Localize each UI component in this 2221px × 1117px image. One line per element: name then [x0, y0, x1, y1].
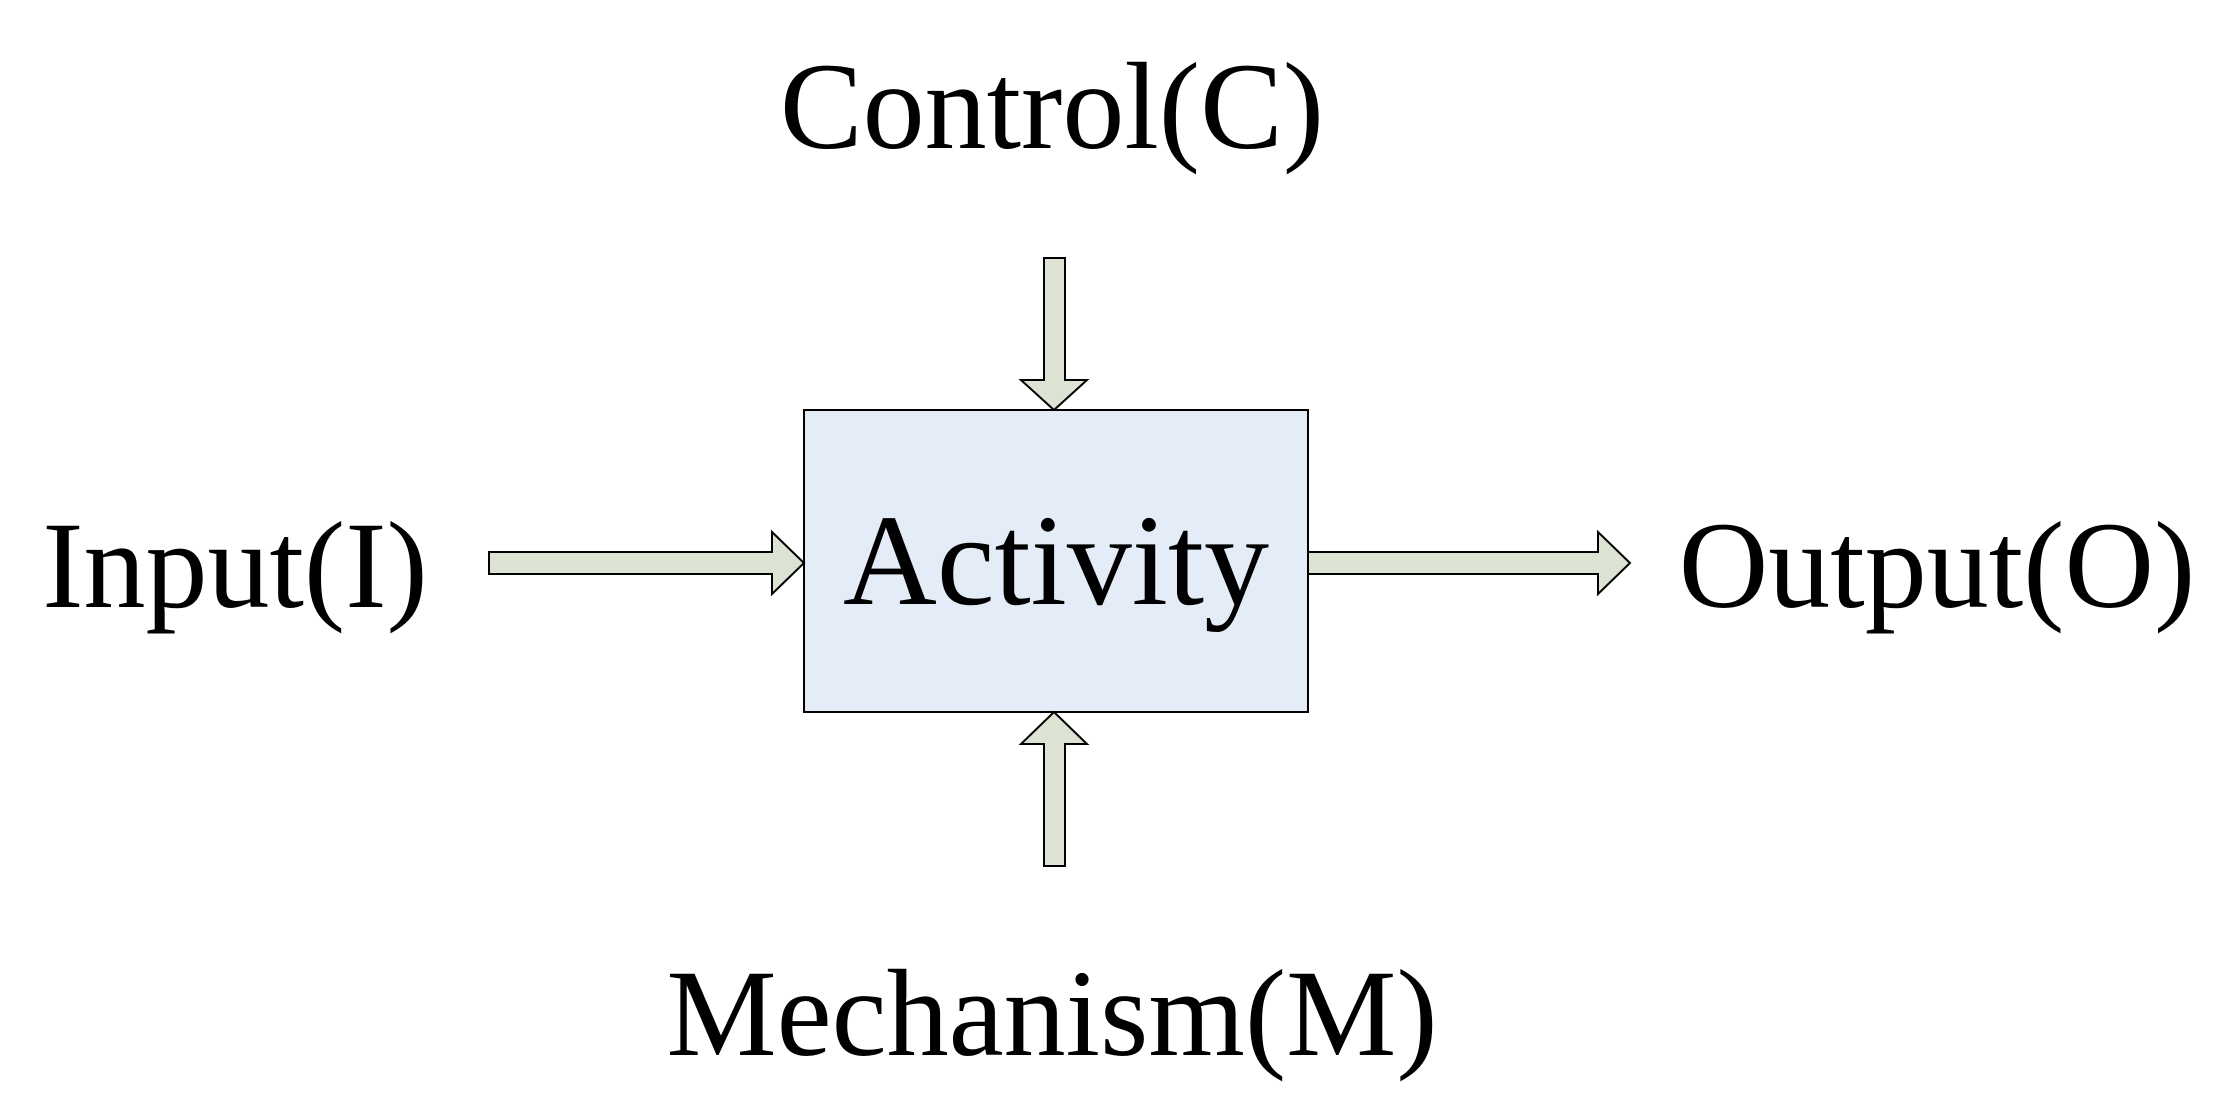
activity-label: Activity — [843, 489, 1269, 633]
activity-box — [803, 409, 1309, 713]
output-label: Output(O) — [1679, 497, 2196, 634]
mechanism-arrow — [1018, 710, 1090, 867]
control-label: Control(C) — [780, 38, 1324, 175]
control-arrow — [1018, 257, 1090, 412]
input-arrow — [488, 529, 806, 597]
input-label: Input(I) — [42, 497, 428, 634]
output-arrow — [1307, 529, 1632, 597]
mechanism-label: Mechanism(M) — [666, 945, 1437, 1082]
